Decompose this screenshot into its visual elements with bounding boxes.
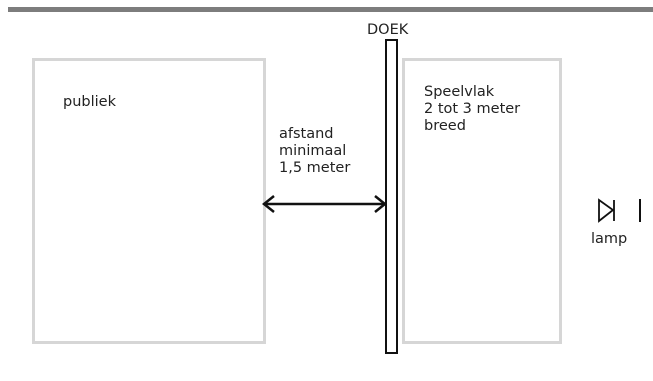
lamp-icon xyxy=(598,198,641,223)
stage-area xyxy=(402,58,562,344)
distance-label: afstand minimaal 1,5 meter xyxy=(279,126,351,176)
screen-cloth xyxy=(385,39,398,354)
screen-label: DOEK xyxy=(367,22,409,38)
audience-area xyxy=(32,58,266,344)
lamp-label: lamp xyxy=(591,231,628,247)
distance-arrow xyxy=(261,195,388,213)
stage-label: Speelvlak 2 tot 3 meter breed xyxy=(424,84,521,134)
audience-label: publiek xyxy=(63,94,116,110)
header-rule xyxy=(8,7,653,12)
